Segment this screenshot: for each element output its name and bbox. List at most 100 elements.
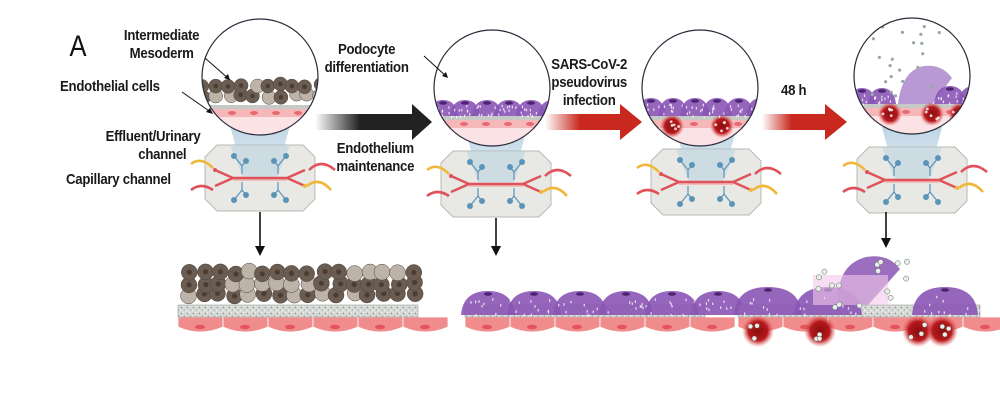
foot-process bbox=[712, 107, 714, 111]
magnifier-outline bbox=[201, 18, 319, 136]
endothelial-nucleus bbox=[662, 324, 672, 330]
foot-process bbox=[713, 107, 715, 111]
foot-process bbox=[766, 308, 768, 311]
cell-nucleus bbox=[215, 281, 221, 287]
port-icon bbox=[923, 194, 929, 200]
podocyte-cell bbox=[599, 291, 653, 315]
virion-icon bbox=[747, 323, 754, 330]
cell-nucleus bbox=[364, 292, 370, 298]
foot-process bbox=[586, 310, 588, 313]
magnification-cone-overlay bbox=[230, 145, 290, 180]
foot-process bbox=[693, 301, 696, 304]
endothelial-cell bbox=[962, 316, 1000, 333]
damaged-region bbox=[813, 275, 888, 305]
podocyte-nucleus bbox=[946, 87, 954, 91]
port-icon bbox=[883, 199, 889, 205]
foot-process bbox=[518, 301, 520, 304]
port-icon bbox=[479, 198, 485, 204]
port-icon bbox=[243, 158, 249, 164]
label-podocyte-differentiation: Podocyte differentiation bbox=[316, 41, 417, 77]
foot-process bbox=[972, 100, 973, 103]
cell-nucleus bbox=[318, 280, 324, 286]
foot-process bbox=[470, 301, 472, 304]
foot-process bbox=[707, 298, 710, 302]
organ-chip-1 bbox=[190, 125, 336, 212]
foot-process bbox=[879, 101, 881, 104]
foot-process bbox=[757, 115, 758, 119]
foot-process bbox=[525, 108, 528, 112]
podocyte-nucleus bbox=[505, 101, 513, 105]
foot-process bbox=[751, 302, 753, 305]
foot-process bbox=[729, 105, 732, 108]
cross-section-podocytes bbox=[461, 291, 745, 333]
pointer-head bbox=[442, 72, 448, 78]
podocyte-nucleus bbox=[622, 292, 630, 296]
podocyte-nucleus bbox=[576, 292, 584, 296]
virion-icon bbox=[754, 323, 760, 329]
label-sars-infection: SARS-CoV-2 pseudovirus infection bbox=[543, 56, 635, 110]
foot-process bbox=[503, 108, 505, 111]
podocyte-nucleus bbox=[647, 99, 655, 103]
endothelial-cell bbox=[554, 316, 601, 333]
foot-process bbox=[592, 310, 594, 314]
cell-nucleus bbox=[288, 270, 295, 276]
virion-icon bbox=[835, 282, 842, 289]
port-icon bbox=[519, 159, 525, 165]
virion-icon bbox=[877, 55, 881, 59]
foot-process bbox=[646, 114, 648, 118]
foot-process bbox=[437, 113, 440, 116]
port-icon bbox=[283, 197, 289, 203]
pointer-head bbox=[206, 108, 213, 114]
foot-process bbox=[881, 95, 883, 99]
cell-nucleus bbox=[277, 292, 284, 298]
foot-process bbox=[884, 97, 886, 101]
mesoderm-cell bbox=[389, 264, 406, 281]
cell-nucleus bbox=[333, 292, 339, 298]
cell-nucleus bbox=[304, 271, 310, 277]
endothelial-layer bbox=[854, 108, 970, 116]
virion-icon bbox=[922, 322, 928, 328]
magnified-view-stage-4 bbox=[853, 17, 973, 135]
virion-icon bbox=[942, 331, 948, 338]
foot-process bbox=[458, 109, 460, 112]
foot-process bbox=[644, 111, 646, 115]
foot-process bbox=[712, 110, 714, 114]
membrane bbox=[434, 116, 550, 120]
virion-icon bbox=[720, 129, 723, 133]
inlet-dot bbox=[213, 168, 217, 172]
foot-process bbox=[672, 106, 674, 110]
foot-process bbox=[857, 103, 860, 106]
organ-chip-4 bbox=[842, 127, 988, 214]
virion-icon bbox=[670, 124, 674, 127]
foot-process bbox=[537, 308, 539, 312]
foot-process bbox=[441, 114, 443, 117]
podocyte-cell bbox=[912, 287, 978, 315]
virion-icon bbox=[893, 94, 898, 98]
foot-process bbox=[490, 114, 492, 118]
virion-icon bbox=[714, 123, 718, 127]
podocyte-nucleus bbox=[713, 99, 721, 103]
port-icon bbox=[729, 201, 735, 207]
cell-nucleus bbox=[202, 269, 209, 275]
label-endothelium-line2: maintenance bbox=[336, 158, 415, 175]
podocyte-nucleus bbox=[668, 292, 676, 296]
foot-process bbox=[672, 110, 674, 113]
port-icon bbox=[231, 153, 237, 159]
endothelial-layer bbox=[642, 120, 758, 128]
port-icon bbox=[935, 199, 941, 205]
foot-process bbox=[768, 111, 769, 114]
cell-nucleus bbox=[203, 282, 209, 288]
foot-process bbox=[938, 310, 940, 314]
foot-process bbox=[763, 106, 764, 109]
label-endothelial-cells: Endothelial cells bbox=[60, 78, 160, 95]
foot-process bbox=[887, 95, 889, 99]
organ-chip-3 bbox=[636, 129, 782, 216]
podocyte-cell bbox=[553, 291, 607, 315]
podocyte-cell bbox=[450, 100, 480, 116]
virion-icon bbox=[919, 32, 923, 36]
foot-process bbox=[803, 307, 805, 311]
foot-process bbox=[739, 110, 741, 113]
foot-process bbox=[527, 115, 529, 118]
foot-process bbox=[530, 300, 532, 303]
virion-icon bbox=[929, 114, 933, 118]
